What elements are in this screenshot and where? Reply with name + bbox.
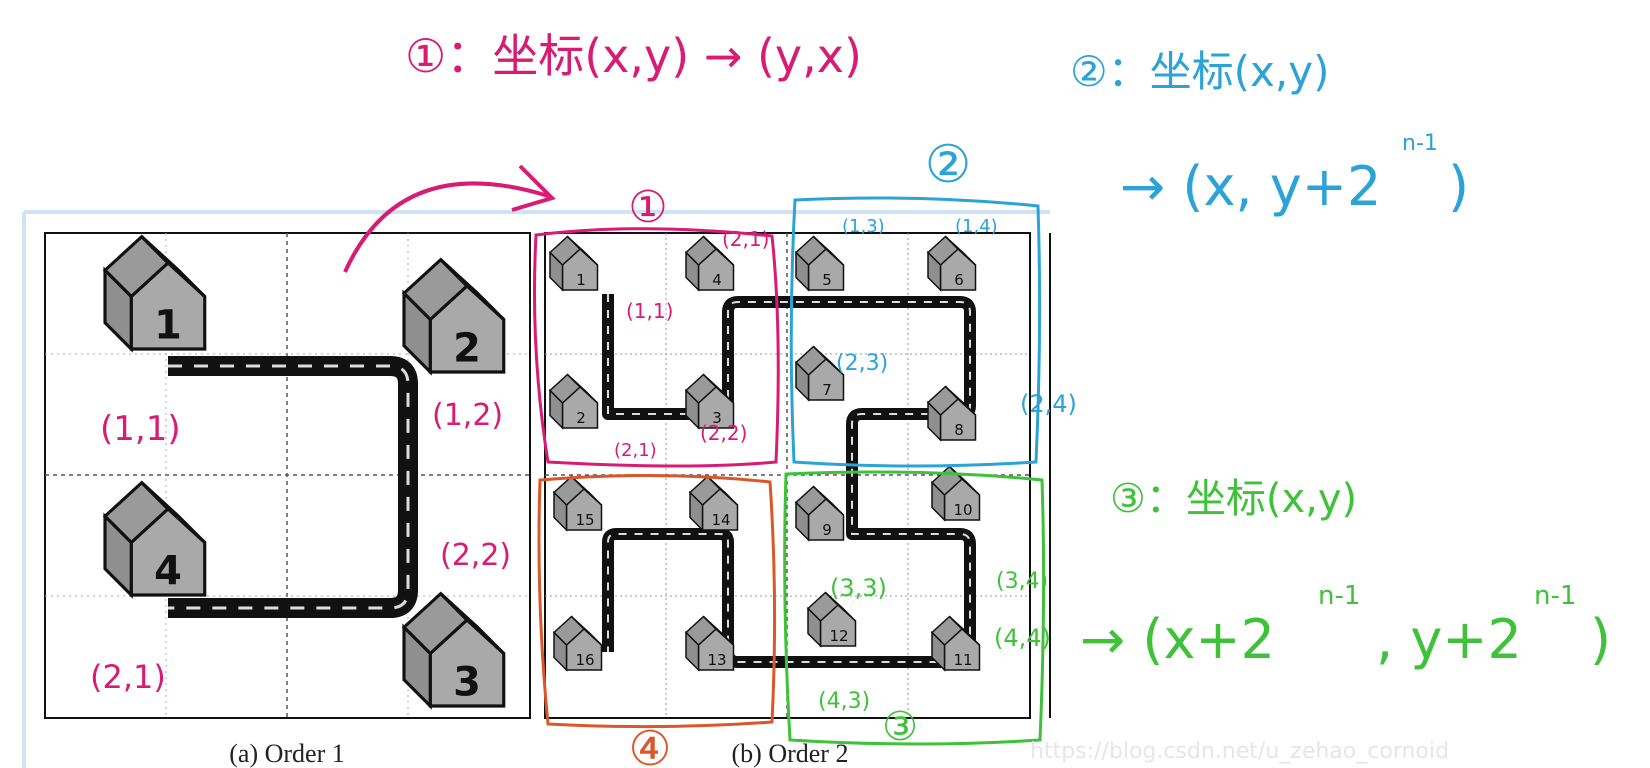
- order2-house-12: 12: [807, 591, 857, 647]
- house-number: 6: [954, 271, 964, 289]
- order2-house-13: 13: [685, 615, 735, 671]
- order1-coord-2: (1,2): [432, 398, 503, 433]
- transform-arrow-head: [511, 164, 556, 212]
- house-number: 7: [822, 381, 832, 399]
- q1-coord-bl: (2,1): [614, 440, 657, 461]
- order1-house-4: 4: [103, 481, 207, 597]
- house-number: 4: [154, 549, 182, 595]
- quadrant-4-box: [537, 473, 777, 729]
- order2-house-8: 8: [927, 385, 977, 441]
- house-number: 10: [953, 501, 972, 519]
- order2-caption: (b) Order 2: [732, 739, 849, 768]
- house-number: 16: [575, 651, 594, 669]
- house-number: 14: [711, 511, 730, 529]
- marker-3: ③: [882, 704, 918, 750]
- q3-coord-44: (4,4): [994, 624, 1051, 652]
- order1-panel: 1 2 3 4 (1,1) (1,2) (2,2) (2,1) (a) Orde…: [44, 232, 531, 768]
- house-number: 2: [576, 409, 586, 427]
- order1-coord-1: (1,1): [100, 409, 181, 449]
- order2-house-4: 4: [685, 235, 735, 291]
- house-number: 1: [576, 271, 586, 289]
- q3-coord-33: (3,3): [830, 574, 887, 602]
- house-number: 11: [953, 651, 972, 669]
- rule-3-mid: , y+2: [1376, 608, 1522, 671]
- rule-3-close: ): [1590, 608, 1611, 671]
- house-number: 2: [453, 326, 481, 372]
- house-number: 13: [707, 651, 726, 669]
- order2-house-2: 2: [549, 373, 599, 429]
- order1-house-2: 2: [402, 258, 506, 374]
- rule-1-text: ①：坐标(x,y) → (y,x): [405, 29, 862, 83]
- marker-1: ①: [628, 182, 667, 233]
- order2-house-14: 14: [689, 475, 739, 531]
- rule-3-tail: → (x+2: [1080, 608, 1275, 671]
- q3-coord-34: (3,4): [996, 569, 1048, 594]
- quadrant-2-box: [789, 196, 1042, 468]
- house-number: 5: [822, 271, 832, 289]
- q1-coord-br: (2,2): [700, 421, 747, 445]
- house-number: 9: [822, 521, 832, 539]
- order2-house-6: 6: [927, 235, 977, 291]
- house-number: 12: [829, 627, 848, 645]
- order1-caption: (a) Order 1: [229, 739, 345, 768]
- watermark: https://blog.csdn.net/u_zehao_cornoid: [1030, 739, 1449, 764]
- quadrant-3-box: [783, 470, 1046, 746]
- rule-3-exp2: n-1: [1534, 581, 1576, 611]
- q1-coord-mid: (1,1): [626, 299, 673, 323]
- transform-arrow: [343, 181, 549, 273]
- order1-house-1: 1: [103, 235, 207, 351]
- order1-road-dashes: [168, 364, 410, 610]
- rule-3-exp: n-1: [1318, 581, 1360, 611]
- house-number: 3: [453, 660, 481, 706]
- marker-2: ②: [925, 135, 972, 195]
- order2-house-11: 11: [931, 615, 981, 671]
- rule-2-exp: n-1: [1402, 131, 1438, 156]
- q3-coord-43: (4,3): [818, 689, 870, 714]
- q2-coord-24: (2,4): [1020, 390, 1077, 418]
- house-number: 15: [575, 511, 594, 529]
- order1-house-3: 3: [402, 592, 506, 708]
- order2-house-5: 5: [795, 235, 845, 291]
- order1-coord-3: (2,2): [440, 538, 511, 573]
- order2-house-16: 16: [553, 615, 603, 671]
- house-number: 8: [954, 421, 964, 439]
- rule-2-head: ②：坐标(x,y): [1070, 47, 1330, 96]
- order2-house-7: 7: [795, 345, 845, 401]
- order1-coord-4: (2,1): [90, 658, 166, 696]
- order2-house-3: 3: [685, 373, 735, 429]
- rule-2-tail: → (x, y+2: [1120, 155, 1381, 218]
- order2-road-dashes: [607, 294, 971, 663]
- rule-2-close: ): [1448, 155, 1469, 218]
- q2-coord-23: (2,3): [836, 351, 888, 376]
- order2-house-15: 15: [553, 475, 603, 531]
- house-number: 4: [712, 271, 722, 289]
- house-number: 3: [712, 409, 722, 427]
- order2-house-9: 9: [795, 485, 845, 541]
- q2-coord-13: (1,3): [842, 216, 885, 237]
- q2-coord-14: (1,4): [955, 216, 998, 237]
- quadrant-1-box: [533, 227, 780, 468]
- order2-house-1: 1: [549, 235, 599, 291]
- q1-coord-top: (2,1): [722, 227, 769, 251]
- rule-3-head: ③：坐标(x,y): [1110, 476, 1357, 522]
- order2-house-10: 10: [931, 465, 981, 521]
- house-number: 1: [154, 303, 182, 349]
- marker-4: ④: [628, 721, 671, 768]
